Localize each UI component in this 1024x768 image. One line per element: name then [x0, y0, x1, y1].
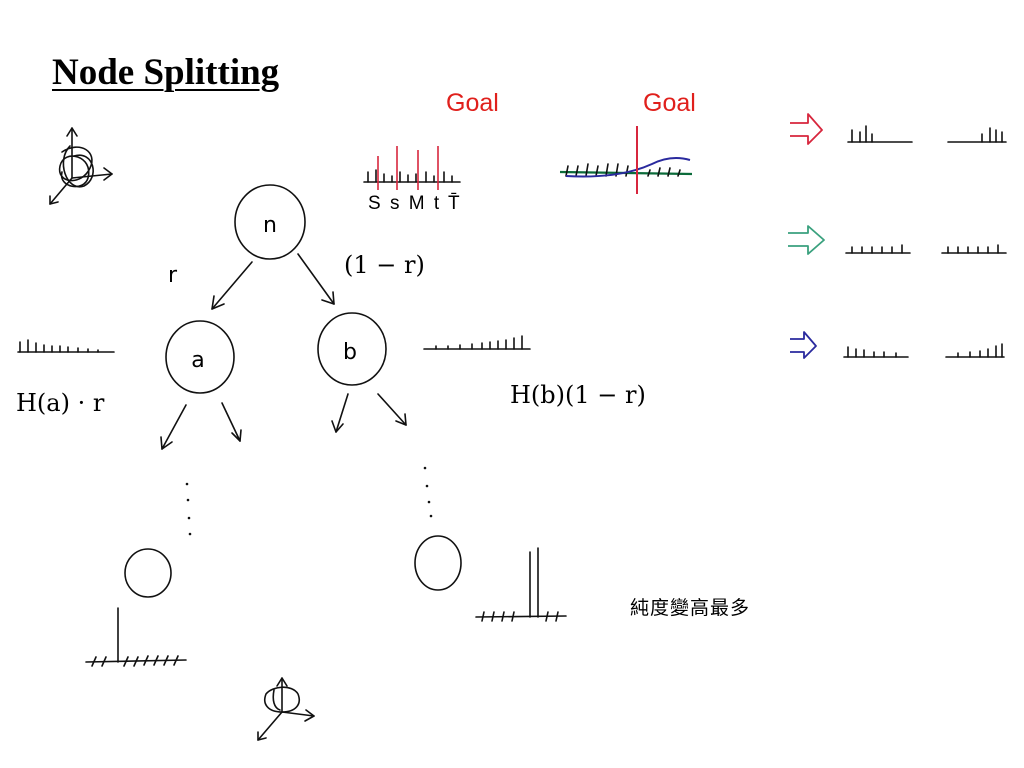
leaf-node-left	[124, 548, 172, 598]
right-arrow-icon	[788, 225, 825, 255]
ellipsis-dots-right	[423, 466, 433, 518]
tree-node-label: b	[343, 340, 357, 365]
page-title: Node Splitting	[52, 52, 280, 93]
goal-histogram-1	[363, 146, 461, 190]
tree-edge-n-b	[297, 253, 335, 305]
leaf-histogram-left	[85, 607, 187, 667]
goal-label-2: Goal	[643, 89, 696, 117]
leaf-histogram-right	[475, 547, 567, 622]
ellipsis-dots-left	[185, 482, 192, 536]
split-row-red	[790, 113, 1007, 145]
formula-entropy-a: H(a) · r	[16, 389, 105, 417]
right-arrow-icon	[790, 113, 823, 145]
goal-histogram-2	[559, 126, 693, 194]
purity-annotation: 純度變高最多	[630, 597, 751, 619]
tree-node-label: n	[263, 213, 277, 238]
formula-one-minus-r: (1 − r)	[344, 251, 425, 279]
leaf-node-right	[414, 535, 462, 591]
right-arrow-icon	[790, 331, 817, 359]
child-arrows-a	[160, 402, 242, 450]
split-tick-labels: S s M t T̄	[368, 193, 462, 214]
split-row-blue	[790, 331, 1005, 359]
histogram-a	[17, 339, 115, 353]
tree-node-label: a	[191, 348, 204, 373]
histogram-b	[423, 335, 531, 350]
formula-entropy-b: H(b)(1 − r)	[510, 381, 646, 409]
tree-edge-n-a	[211, 261, 253, 310]
split-row-green	[788, 225, 1007, 255]
tree-node-n: n	[234, 184, 306, 260]
goal-label-1: Goal	[446, 89, 499, 117]
edge-label-r: r	[168, 263, 178, 288]
compact-axes-icon	[257, 677, 315, 741]
tree-node-b: b	[317, 312, 387, 386]
tree-node-a: a	[165, 320, 235, 394]
child-arrows-b	[331, 393, 407, 433]
tangled-axes-icon	[49, 127, 113, 205]
